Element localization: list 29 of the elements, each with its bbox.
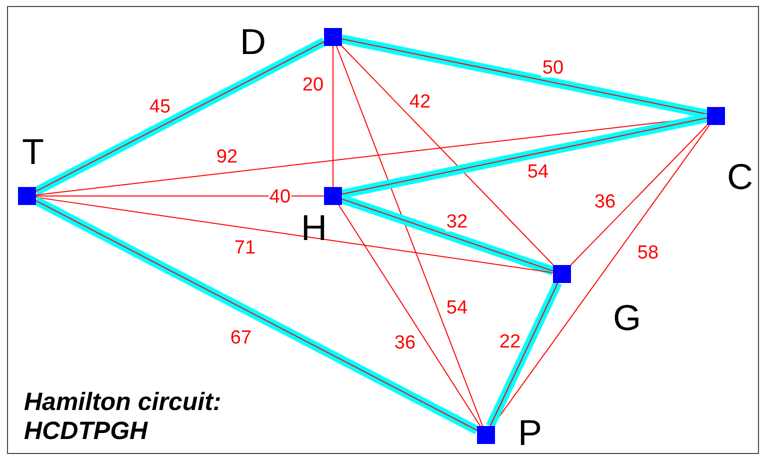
vertex-square <box>18 187 36 205</box>
edge-line <box>332 46 334 188</box>
vertex-label: T <box>22 134 44 170</box>
edge-line <box>338 204 481 426</box>
edge-label: 32 <box>445 212 469 232</box>
vertex-label: C <box>727 159 753 195</box>
edge-label: 50 <box>541 58 565 78</box>
vertex-square <box>324 28 342 46</box>
vertex-label: P <box>518 415 542 451</box>
edge-line <box>570 124 708 266</box>
highlighted-edge <box>341 34 708 119</box>
edge-line <box>341 46 554 266</box>
vertex-square <box>553 265 571 283</box>
edge-label: 45 <box>148 98 172 116</box>
vertex-label: H <box>301 210 327 246</box>
vertex-square <box>477 426 495 444</box>
vertex-square <box>707 107 725 125</box>
vertex-label: G <box>613 300 641 336</box>
highlighted-edge <box>341 113 708 199</box>
vertex-label: D <box>240 24 266 60</box>
edge-label: 22 <box>498 332 522 352</box>
caption: Hamilton circuit: HCDTPGH <box>24 388 222 446</box>
vertex-square <box>324 187 342 205</box>
edge-line <box>336 46 484 426</box>
edge-line <box>36 196 554 274</box>
highlighted-edge <box>486 281 562 428</box>
highlighted-edge <box>34 38 326 196</box>
highlighted-edge <box>34 196 480 434</box>
highlighted-edge <box>340 194 554 276</box>
